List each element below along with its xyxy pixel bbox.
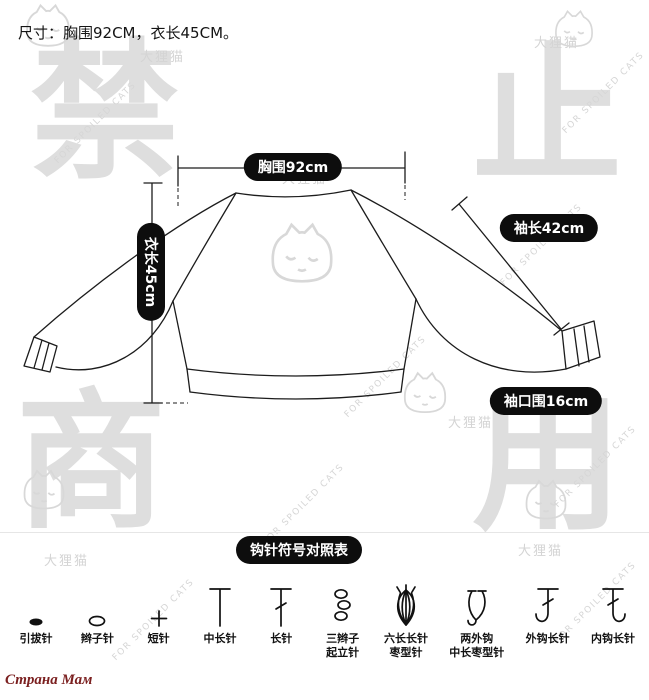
left-raglan bbox=[172, 192, 237, 302]
single-crochet-icon bbox=[144, 580, 174, 628]
legend-label: 内钩长针 bbox=[590, 632, 635, 645]
legend-item-back-post-dc: 内钩长针 bbox=[591, 580, 635, 646]
chain-stitch-icon bbox=[82, 580, 112, 628]
bobble-6dtr-icon bbox=[389, 580, 423, 628]
legend-item-slip-stitch: 引拔针 bbox=[16, 580, 56, 646]
legend-item-double-crochet: 长针 bbox=[261, 580, 301, 646]
half-double-crochet-icon bbox=[205, 580, 235, 628]
legend-label: 长针 bbox=[270, 632, 293, 645]
legend-item-bobble-6dtr: 六长长针 枣型针 bbox=[384, 580, 428, 661]
cuff-measurement-label: 袖口围16cm bbox=[489, 387, 603, 415]
size-note: 尺寸：胸围92CM，衣长45CM。 bbox=[18, 24, 239, 42]
legend-item-turning-chain-3: 三辫子 起立针 bbox=[323, 580, 363, 661]
guide-dashed bbox=[152, 185, 406, 404]
left-body-side bbox=[172, 300, 188, 370]
legend-label: 引拔针 bbox=[19, 632, 53, 645]
legend-label: 外钩长针 bbox=[525, 632, 570, 645]
back-post-dc-icon bbox=[597, 580, 629, 628]
front-post-hdc-bobble-icon bbox=[461, 580, 493, 628]
right-cuff bbox=[561, 320, 601, 370]
legend-item-half-double-crochet: 中长针 bbox=[200, 580, 240, 646]
length-measurement-label: 衣长45cm bbox=[137, 222, 165, 322]
legend-label: 三辫子 起立针 bbox=[326, 632, 360, 660]
legend-label: 两外钩 中长枣型针 bbox=[449, 632, 505, 660]
bust-measurement-label: 胸围92cm bbox=[243, 153, 343, 181]
crochet-symbol-legend: 引拔针 辫子针 短针 中长针 长针 三辫子 起立针 bbox=[16, 580, 635, 661]
legend-item-front-post-dc: 外钩长针 bbox=[526, 580, 570, 646]
left-sleeve-bottom bbox=[55, 300, 174, 371]
section-divider bbox=[0, 532, 649, 533]
waistband bbox=[186, 368, 405, 377]
double-crochet-icon bbox=[266, 580, 296, 628]
legend-item-chain-stitch: 辫子针 bbox=[77, 580, 117, 646]
right-body-side bbox=[403, 298, 417, 370]
front-post-dc-icon bbox=[532, 580, 564, 628]
neckline bbox=[235, 189, 352, 198]
right-sleeve-bottom bbox=[415, 298, 567, 373]
sleeve-measurement-label: 袖长42cm bbox=[499, 214, 599, 242]
legend-label: 辫子针 bbox=[80, 632, 114, 645]
legend-item-front-post-hdc-bobble: 两外钩 中长枣型针 bbox=[449, 580, 504, 661]
waistband bbox=[189, 391, 402, 400]
sleeve-measure-line bbox=[451, 196, 570, 336]
turning-chain-3-icon bbox=[328, 580, 358, 628]
legend-title: 钩针符号对照表 bbox=[236, 536, 362, 564]
legend-label: 短针 bbox=[147, 632, 170, 645]
slip-stitch-icon bbox=[21, 580, 51, 628]
legend-label: 六长长针 枣型针 bbox=[383, 632, 428, 660]
site-watermark: Страна Мам bbox=[5, 672, 93, 688]
legend-label: 中长针 bbox=[203, 632, 237, 645]
left-sleeve-top bbox=[33, 192, 237, 338]
right-sleeve-top bbox=[350, 189, 563, 332]
legend-item-single-crochet: 短针 bbox=[139, 580, 179, 646]
right-raglan bbox=[350, 189, 417, 300]
left-cuff bbox=[23, 336, 58, 373]
